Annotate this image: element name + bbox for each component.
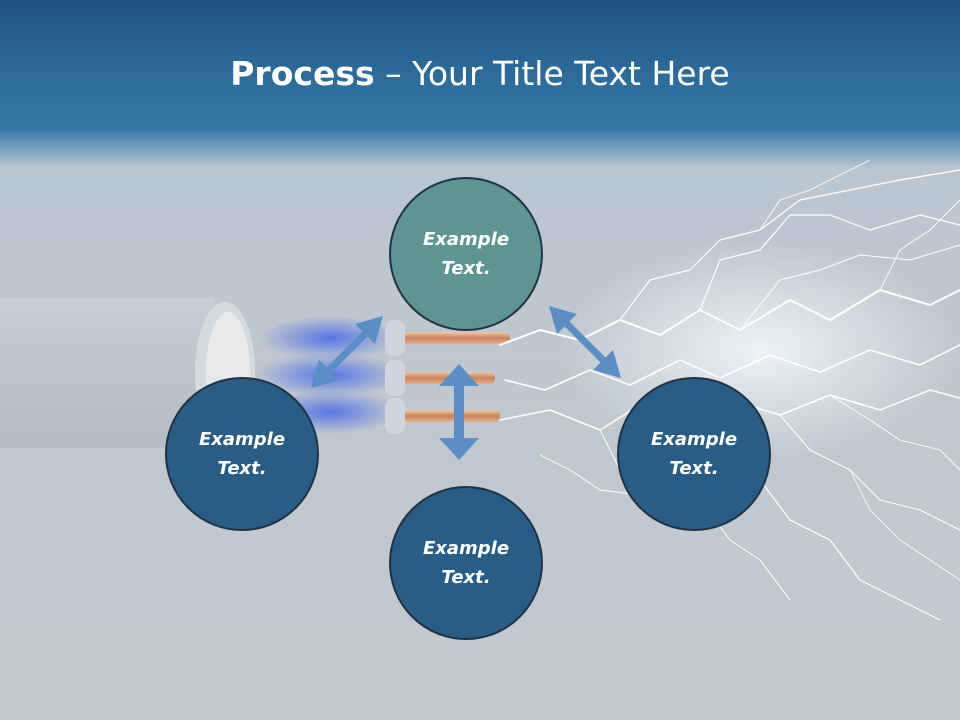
circle-label: Example Text. [422, 229, 510, 279]
title-rest: – Your Title Text Here [374, 54, 730, 93]
process-circle-bottom: Example Text. [389, 486, 543, 640]
circle-label: Example Text. [650, 429, 738, 479]
title-bold: Process [230, 54, 375, 93]
double-arrow-icon [549, 306, 621, 378]
double-arrow-icon [439, 364, 479, 460]
process-circle-top: Example Text. [389, 177, 543, 331]
slide-title: Process – Your Title Text Here [0, 52, 960, 96]
double-arrow-icon [311, 316, 383, 388]
process-circle-left: Example Text. [165, 377, 319, 531]
process-circle-right: Example Text. [617, 377, 771, 531]
circle-label: Example Text. [422, 538, 510, 588]
circle-label: Example Text. [198, 429, 286, 479]
